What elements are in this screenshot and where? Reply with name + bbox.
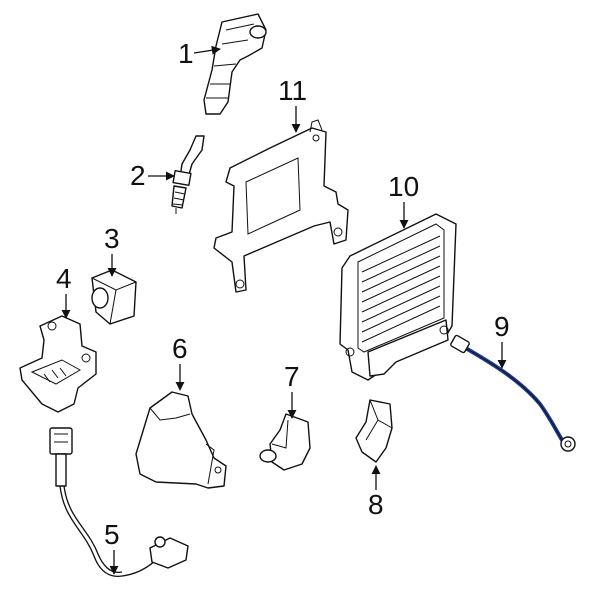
cover-shield [135, 391, 227, 489]
spark-plug [171, 135, 205, 214]
wire-harness-sensor [49, 427, 189, 578]
sensor-block [91, 269, 137, 325]
engine-control-module [339, 213, 457, 381]
callout-5: 5 [104, 519, 120, 550]
mounting-bracket [213, 119, 349, 293]
callout-8: 8 [368, 489, 384, 520]
callout-11: 11 [278, 75, 307, 106]
ignition-coil [203, 13, 267, 115]
position-sensor [259, 413, 311, 471]
highlighted-sensor-cable [450, 334, 576, 452]
callout-1: 1 [178, 38, 194, 69]
leader-1 [193, 45, 221, 55]
callout-3: 3 [104, 223, 120, 254]
sensor-bracket [19, 315, 97, 413]
callout-9: 9 [494, 311, 510, 342]
callout-4: 4 [56, 263, 72, 294]
callout-7: 7 [284, 361, 300, 392]
callout-6: 6 [172, 333, 188, 364]
module-bracket [355, 399, 393, 463]
callout-10: 10 [388, 171, 419, 202]
callout-2: 2 [130, 160, 146, 191]
